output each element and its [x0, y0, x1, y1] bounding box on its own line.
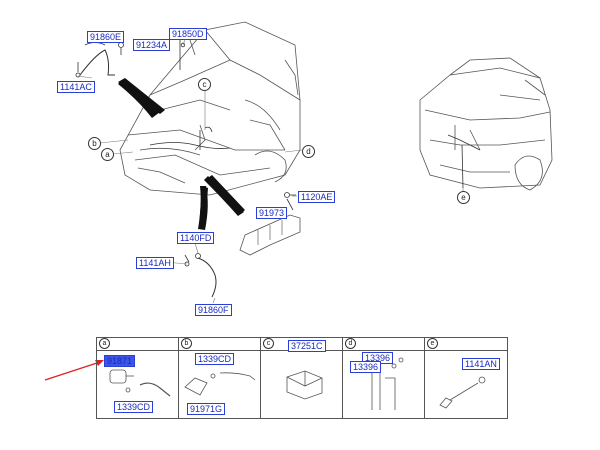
red-pointer-arrow	[44, 360, 104, 381]
callout-1140fd[interactable]: 1140FD	[177, 232, 215, 244]
callout-91860f[interactable]: 91860F	[195, 304, 232, 316]
leader-wedges	[118, 78, 245, 230]
part-91971g[interactable]: 91971G	[187, 403, 226, 415]
view-marker-a: a	[101, 148, 114, 161]
cell-letter-d: d	[345, 338, 356, 349]
callout-1141ac[interactable]: 1141AC	[57, 81, 95, 93]
part-37251c[interactable]: 37251C	[288, 340, 326, 352]
view-marker-b: b	[88, 137, 101, 150]
callout-91860e[interactable]: 91860E	[87, 31, 125, 43]
view-marker-c: c	[198, 78, 211, 91]
part-91871-highlighted[interactable]: 91871	[104, 355, 136, 367]
part-13396-b[interactable]: 13396	[350, 361, 382, 373]
cell-letter-a: a	[99, 338, 110, 349]
cell-letter-b: b	[181, 338, 192, 349]
cell-letter-c: c	[263, 338, 274, 349]
part-1141an[interactable]: 1141AN	[462, 358, 500, 370]
detail-cell-d: d	[342, 337, 425, 419]
callout-1141ah[interactable]: 1141AH	[136, 257, 174, 269]
view-marker-d: d	[302, 145, 315, 158]
callout-91973[interactable]: 91973	[256, 207, 288, 219]
part-1339cd-b[interactable]: 1339CD	[195, 353, 235, 365]
view-marker-e: e	[457, 191, 470, 204]
callout-1120ae[interactable]: 1120AE	[298, 191, 336, 203]
cell-letter-e: e	[427, 338, 438, 349]
rear-car-illustration	[419, 57, 553, 191]
detail-cell-e: e	[424, 337, 508, 419]
front-car-illustration	[119, 21, 301, 196]
part-1339cd-a[interactable]: 1339CD	[114, 401, 154, 413]
callout-91234a[interactable]: 91234A	[133, 39, 171, 51]
callout-91850d[interactable]: 91850D	[169, 28, 207, 40]
